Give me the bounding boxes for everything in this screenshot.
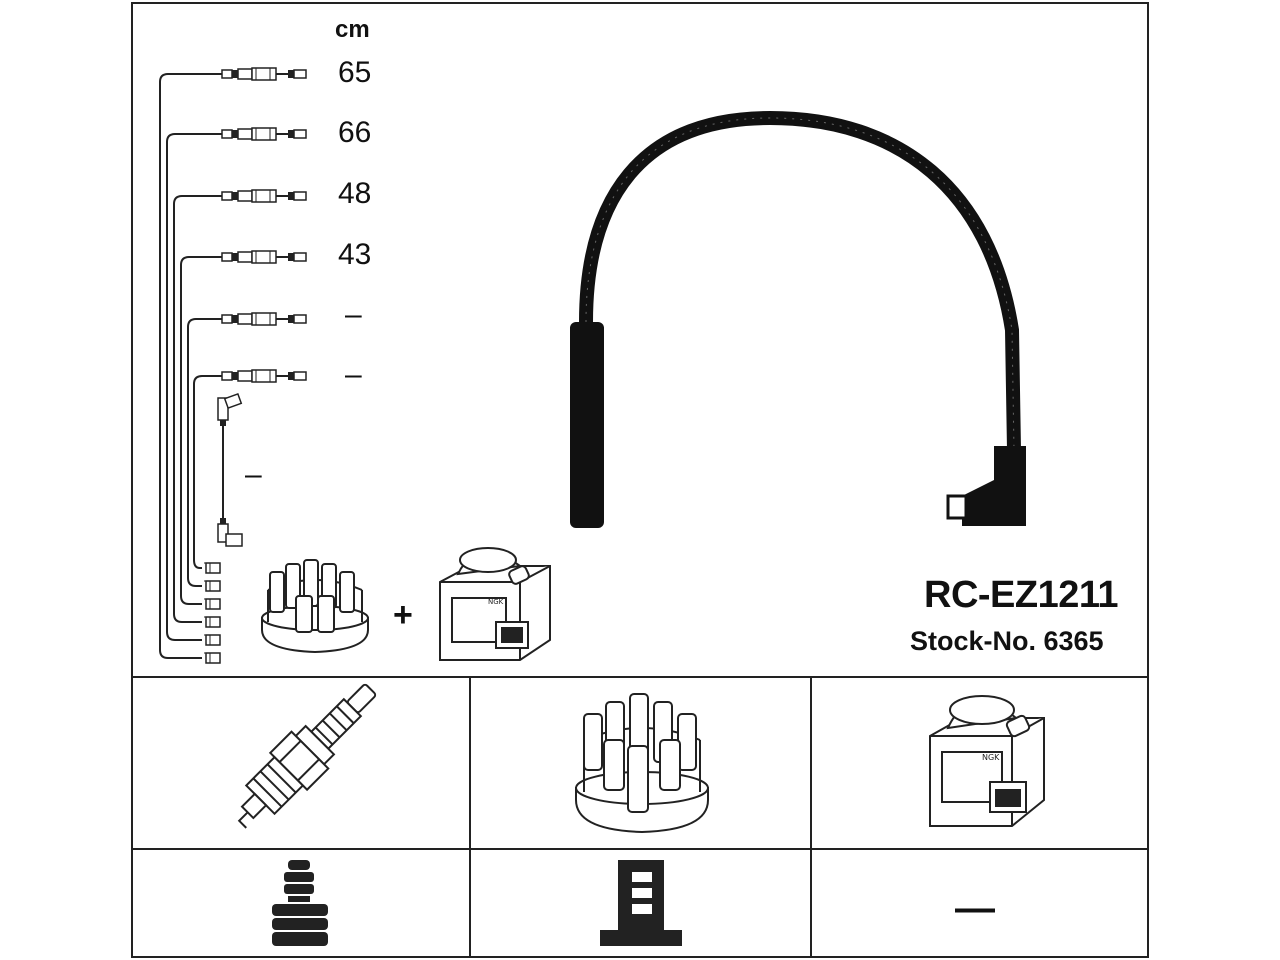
- lead-length-3: 48: [338, 177, 372, 210]
- svg-text:NGK: NGK: [982, 753, 1000, 762]
- lead-connectors: [221, 67, 307, 383]
- lead-bundle: [159, 73, 222, 659]
- lead-length-6: –: [345, 358, 362, 391]
- coil-connector-not-applicable: —: [955, 886, 995, 930]
- lead-length-5: –: [345, 298, 362, 331]
- lead-2: [166, 133, 222, 641]
- svg-text:NGK: NGK: [488, 598, 504, 606]
- distributor-cap-icon: [261, 559, 369, 654]
- plug-terminal-icon: [272, 860, 328, 946]
- length-unit-label: cm: [335, 16, 370, 43]
- cap-end-connectors: [203, 562, 221, 664]
- ignition-coil-large-icon: NGK: [929, 695, 1045, 827]
- lead-1: [159, 73, 222, 659]
- cap-terminal-icon: [600, 860, 682, 946]
- grid-divider-middle: [131, 848, 1149, 850]
- ignition-coil-icon: NGK: [439, 547, 551, 661]
- grid-column-divider-2: [810, 676, 812, 958]
- lead-6: [193, 375, 222, 569]
- stock-number: Stock-No. 6365: [910, 626, 1104, 656]
- lead-4: [180, 256, 222, 605]
- lead-length-7: –: [245, 458, 262, 491]
- coil-lead: [217, 392, 243, 547]
- grid-divider-top: [131, 676, 1149, 678]
- diagram-sheet: [131, 2, 1149, 958]
- lead-length-1: 65: [338, 56, 372, 89]
- lead-length-4: 43: [338, 238, 372, 271]
- lead-5: [187, 318, 222, 587]
- kit-plus-sign: +: [393, 596, 413, 634]
- grid-column-divider-1: [469, 676, 471, 958]
- lead-length-2: 66: [338, 116, 372, 149]
- part-number: RC-EZ1211: [924, 574, 1119, 616]
- lead-3: [173, 195, 222, 623]
- spark-plug-icon: [237, 683, 377, 829]
- ignition-cable: [570, 110, 1026, 528]
- distributor-cap-large-icon: [575, 693, 709, 834]
